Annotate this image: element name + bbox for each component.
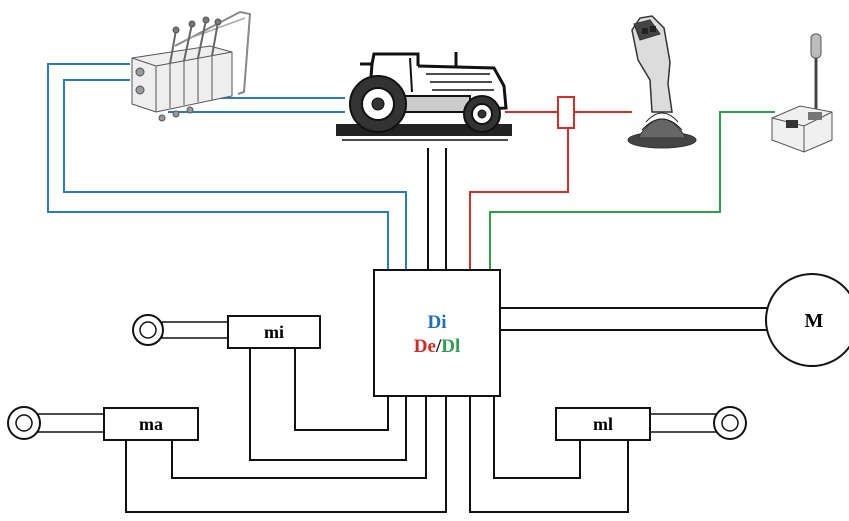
cylinder-eye-icon bbox=[713, 406, 747, 440]
cylinder-eye-icon bbox=[132, 314, 164, 346]
wire-black-ma-2 bbox=[125, 396, 447, 513]
wire-black-mi-2 bbox=[249, 348, 407, 461]
motor-label: M bbox=[805, 310, 824, 332]
wire-black-mi-1 bbox=[294, 348, 389, 431]
wire-black-ml-2 bbox=[469, 396, 629, 513]
wire-green bbox=[489, 111, 775, 270]
cylinder-ml: ml bbox=[555, 406, 747, 441]
cylinder-ma-label: ma bbox=[139, 414, 163, 434]
cylinder-eye-icon bbox=[7, 406, 41, 440]
controller-label-de: De bbox=[414, 336, 436, 357]
lever-switch-icon bbox=[771, 33, 833, 153]
controller-box bbox=[373, 269, 501, 397]
wire-blue-inner bbox=[63, 79, 407, 270]
joystick-icon bbox=[627, 15, 697, 149]
tractor-icon bbox=[336, 52, 512, 141]
controller-label-slash: / bbox=[435, 336, 442, 357]
cylinder-ml-rod bbox=[649, 413, 719, 433]
wire-black-ml-1 bbox=[493, 396, 581, 479]
red-junction-box bbox=[557, 96, 575, 129]
cylinder-mi: mi bbox=[132, 314, 321, 349]
cylinder-ma-body bbox=[103, 407, 199, 441]
wire-red-down bbox=[469, 128, 569, 270]
controller-label-di: Di bbox=[428, 312, 447, 333]
controller-label-dl: Dl bbox=[441, 336, 460, 357]
cylinder-mi-body bbox=[227, 315, 321, 349]
cylinder-ml-label: ml bbox=[593, 414, 613, 434]
cylinder-ma-rod bbox=[35, 413, 105, 433]
motor-circle bbox=[765, 273, 849, 367]
valve-block-icon bbox=[131, 10, 252, 122]
controller-label-dedl: De/Dl bbox=[414, 336, 460, 357]
cylinder-ma: ma bbox=[7, 406, 199, 441]
cylinder-mi-rod bbox=[161, 321, 229, 339]
wire-blue-outer bbox=[47, 63, 389, 270]
wire-black-ma-1 bbox=[171, 396, 427, 479]
cylinder-mi-label: mi bbox=[264, 322, 284, 342]
cylinder-ml-body bbox=[555, 407, 651, 441]
